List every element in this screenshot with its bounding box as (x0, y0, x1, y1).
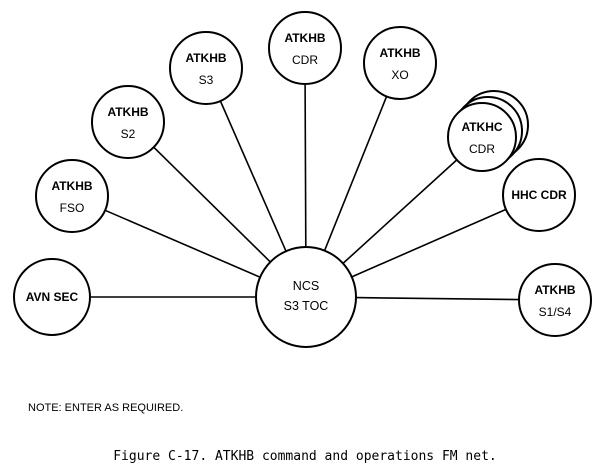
center-label-line-1: NCS (293, 279, 319, 293)
link-hhc-cdr (351, 208, 507, 278)
station-label-line-1: AVN SEC (26, 290, 79, 304)
station-label-line-2: FSO (60, 201, 85, 215)
station-label-line-1: HHC CDR (511, 188, 567, 202)
net-links (90, 83, 520, 301)
link-atkhb-cdr (304, 83, 307, 248)
center-label-line-2: S3 TOC (284, 299, 329, 313)
station-avn-sec: AVN SEC (13, 258, 91, 336)
station-circle (13, 258, 91, 336)
link-atkhb-s1-s4 (355, 296, 520, 301)
station-label-line-2: S3 (199, 73, 214, 87)
station-label-line-1: ATKHB (107, 105, 148, 119)
station-label-line-2: XO (391, 68, 408, 82)
station-atkhb-cdr: ATKHB CDR (268, 11, 342, 85)
figure-caption: Figure C-17. ATKHB command and operation… (113, 449, 497, 464)
station-label-line-1: ATKHB (51, 179, 92, 193)
station-circle (518, 263, 592, 337)
station-label-line-1: ATKHB (284, 31, 325, 45)
link-atkhb-s2 (153, 146, 271, 263)
station-circle (169, 31, 243, 105)
station-label-line-2: CDR (469, 142, 495, 156)
station-atkhb-s2: ATKHB S2 (91, 85, 165, 159)
link-atkhb-s3 (219, 100, 287, 252)
station-label-line-1: ATKHB (379, 46, 420, 60)
station-label-line-2: S1/S4 (539, 305, 572, 319)
station-atkhb-s3: ATKHB S3 (169, 31, 243, 105)
station-label-line-2: S2 (121, 127, 136, 141)
station-atkhc-cdr: ATKHC CDR (447, 90, 529, 172)
station-atkhb-xo: ATKHB XO (363, 26, 437, 100)
link-atkhb-xo (323, 96, 388, 251)
station-label-line-1: ATKHB (534, 283, 575, 297)
station-circle (268, 11, 342, 85)
link-atkhb-fso (104, 209, 261, 278)
station-atkhb-fso: ATKHB FSO (35, 159, 109, 233)
link-atkhc-cdr (342, 159, 458, 264)
station-label-line-1: ATKHC (461, 120, 502, 134)
station-circle (35, 159, 109, 233)
station-hhc-cdr: HHC CDR (502, 158, 576, 232)
center-circle (255, 246, 357, 348)
station-circle (91, 85, 165, 159)
station-label-line-1: ATKHB (185, 51, 226, 65)
station-circle (502, 158, 576, 232)
net-control-station: NCS S3 TOC (255, 246, 357, 348)
station-circle (363, 26, 437, 100)
station-atkhb-s1-s4: ATKHB S1/S4 (518, 263, 592, 337)
station-label-line-2: CDR (292, 53, 318, 67)
note-text: NOTE: ENTER AS REQUIRED. (28, 402, 184, 414)
station-circle (447, 102, 517, 172)
